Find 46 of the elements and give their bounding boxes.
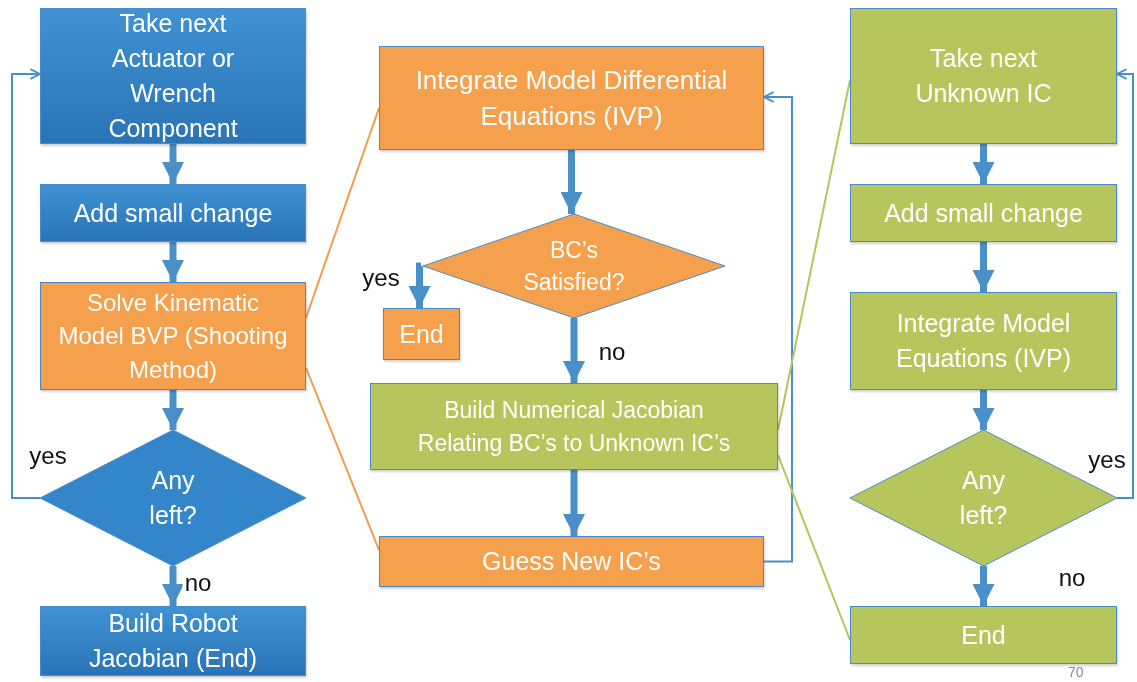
process-box (850, 184, 1117, 242)
decision-label: Any left? (148, 465, 198, 531)
arrow (162, 144, 184, 184)
process-box (370, 383, 778, 470)
process-box (379, 536, 764, 587)
step-text: Integrate Model Differential Equations (IVP) (414, 63, 729, 133)
step-text: Build Numerical Jacobian Relating BC’s to Unknown IC’s (416, 396, 732, 458)
step-text: Add small change (884, 197, 1083, 229)
arrow (162, 242, 184, 282)
decision-label: BC’s Satisfied? (522, 235, 626, 297)
arrow (408, 262, 431, 308)
decision-label: Any left? (958, 465, 1009, 531)
arrow (162, 566, 184, 606)
process-box (40, 8, 306, 144)
connector-line (777, 454, 851, 641)
step-text: Take next Unknown IC (914, 43, 1053, 109)
arrow (560, 150, 583, 214)
step-text: Take next Actuator or Wrench Component (107, 8, 239, 144)
step-text: Add small change (73, 197, 273, 229)
arrow (972, 144, 995, 184)
connector-line (305, 367, 380, 551)
step-text: End (399, 318, 444, 350)
process-box (40, 184, 306, 242)
connector-line (305, 107, 380, 319)
arrow (972, 566, 995, 606)
arrow (972, 390, 995, 430)
step-text: Guess New IC’s (482, 546, 661, 577)
process-box (40, 282, 306, 390)
arrow (972, 242, 995, 292)
process-box (383, 308, 460, 360)
arrow (563, 470, 585, 536)
step-text: Build Robot Jacobian (End) (87, 608, 259, 674)
step-text: Solve Kinematic Model BVP (Shooting Method) (57, 287, 289, 385)
arrow (162, 390, 184, 430)
arrow (563, 318, 585, 383)
arrow (1116, 68, 1134, 499)
process-box (40, 606, 306, 676)
step-text: Integrate Model Equations (IVP) (894, 308, 1073, 374)
arrow (11, 68, 41, 499)
process-box (850, 8, 1117, 144)
process-box (379, 46, 764, 150)
connector-line (777, 79, 851, 431)
arrow (763, 91, 793, 563)
step-text: End (961, 619, 1006, 651)
process-box (850, 292, 1117, 390)
process-box (850, 606, 1117, 664)
